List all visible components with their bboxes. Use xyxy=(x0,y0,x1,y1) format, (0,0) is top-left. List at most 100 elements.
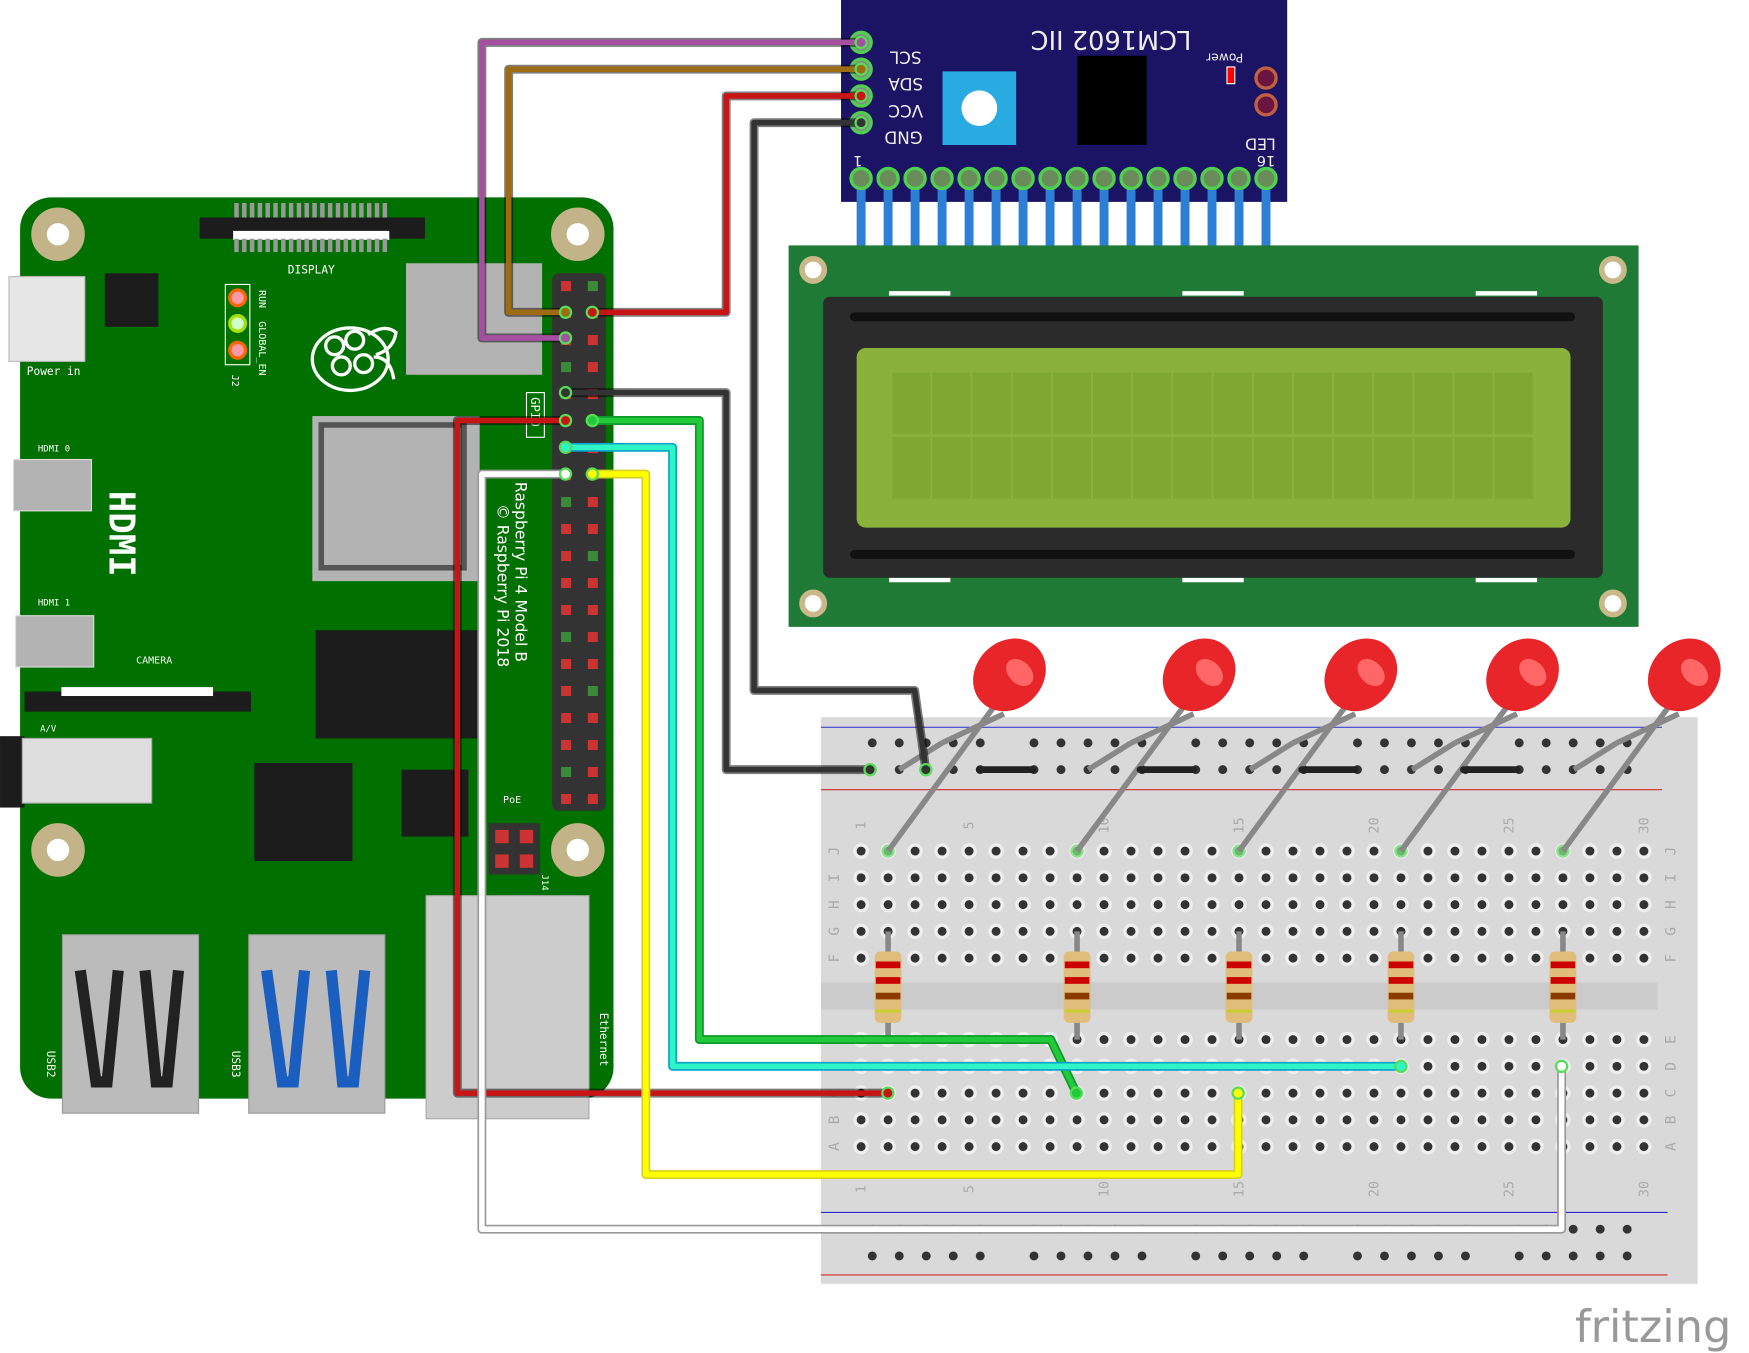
breadboard-hole xyxy=(1018,926,1028,936)
connector-pin xyxy=(273,203,278,218)
resistor-band xyxy=(1064,992,1090,1000)
row-label: A xyxy=(1663,1142,1679,1151)
connector-pin xyxy=(296,203,302,218)
breadboard-hole xyxy=(991,953,1001,963)
gpio-pin xyxy=(587,281,598,292)
hdmi-label: HDMI xyxy=(100,491,141,577)
breadboard-hole xyxy=(856,953,866,963)
lcd-char-cell xyxy=(1133,372,1172,434)
column-label: 5 xyxy=(963,1185,978,1193)
breadboard-hole xyxy=(1207,926,1217,936)
breadboard-hole xyxy=(883,1115,893,1125)
connector-pin xyxy=(327,203,333,218)
breadboard-hole xyxy=(1342,1115,1352,1125)
breadboard-hole xyxy=(991,1115,1001,1125)
wire-core xyxy=(751,119,929,773)
breadboard-hole xyxy=(937,846,947,856)
rail-hole xyxy=(1056,1251,1066,1261)
breadboard-hole xyxy=(1504,873,1514,883)
j2-label: J2 xyxy=(229,375,240,387)
breadboard-hole xyxy=(1477,1061,1487,1071)
resistor-band xyxy=(1064,961,1090,969)
breadboard-hole xyxy=(1531,953,1541,963)
rail-hole xyxy=(1110,1251,1120,1261)
resistor-band xyxy=(1388,992,1414,1000)
row-label: D xyxy=(1663,1062,1679,1071)
breadboard-hole xyxy=(1639,926,1649,936)
breadboard-hole xyxy=(937,1115,947,1125)
led-leg xyxy=(1086,740,1133,773)
breadboard-hole xyxy=(1423,1142,1433,1152)
breadboard-hole xyxy=(1180,1088,1190,1098)
breadboard-hole xyxy=(1018,900,1028,910)
gpio-pin xyxy=(587,685,598,697)
gpio-pin xyxy=(561,793,572,804)
wire-core xyxy=(479,39,864,341)
av-label: A/V xyxy=(40,725,57,735)
wire-core xyxy=(589,471,1241,1178)
breadboard-hole xyxy=(1531,1115,1541,1125)
lcd-char-cell xyxy=(1052,437,1091,499)
rail-hole xyxy=(1622,1224,1632,1234)
led-highlight xyxy=(1519,658,1547,687)
wire-core xyxy=(479,471,1565,1232)
rail-hole xyxy=(867,738,877,748)
breadboard-hole xyxy=(1585,1061,1595,1071)
usb-c-power-port xyxy=(8,276,86,362)
breadboard-hole xyxy=(1423,926,1433,936)
breadboard-hole xyxy=(1639,1115,1649,1125)
header-leg xyxy=(1045,178,1055,266)
breadboard-hole xyxy=(1531,1088,1541,1098)
column-label: 25 xyxy=(1502,1181,1517,1197)
connector-pin xyxy=(351,238,356,253)
resistor xyxy=(1063,931,1091,1040)
breadboard-hole xyxy=(1450,1088,1460,1098)
breadboard-hole xyxy=(991,926,1001,936)
led-leg xyxy=(1560,706,1670,853)
gpio-pin xyxy=(587,335,598,346)
connector-pin xyxy=(335,203,341,218)
gpio-pin xyxy=(587,712,598,724)
resistor xyxy=(1387,931,1415,1040)
breadboard-hole xyxy=(1045,926,1055,936)
header-leg xyxy=(1261,178,1271,266)
led-highlight xyxy=(1195,658,1223,687)
resistor-body xyxy=(874,951,902,1023)
pin-label-scl: SCL xyxy=(889,47,921,67)
connector-pin xyxy=(242,203,247,218)
breadboard-hole xyxy=(991,1142,1001,1152)
header-pin xyxy=(1146,166,1170,191)
breadboard-hole xyxy=(1288,1115,1298,1125)
connector-pin xyxy=(343,203,349,218)
breadboard-hole xyxy=(856,846,866,856)
resistor-band xyxy=(875,1009,901,1013)
header-pin xyxy=(1173,166,1197,191)
breadboard-hole xyxy=(1477,846,1487,856)
gpio-pin xyxy=(587,362,598,373)
lcd-char-cell xyxy=(932,372,971,434)
wire-end xyxy=(585,305,599,320)
breadboard-hole xyxy=(1423,873,1433,883)
rail-hole xyxy=(1029,738,1039,748)
breadboard-hole xyxy=(1261,1142,1271,1152)
red-led xyxy=(1074,638,1236,853)
wire-led-green xyxy=(585,413,1084,1100)
resistor-band xyxy=(875,961,901,969)
rail-hole xyxy=(1406,1251,1416,1261)
header-leg xyxy=(1099,178,1109,266)
breadboard-hole xyxy=(964,873,974,883)
connector-pin xyxy=(359,238,364,253)
rail-hole xyxy=(867,1251,877,1261)
rail-hole xyxy=(1218,738,1228,748)
connector-pin xyxy=(288,203,294,218)
rail-hole xyxy=(948,1251,958,1261)
connector-pin xyxy=(343,238,349,253)
row-label: B xyxy=(827,1115,843,1124)
resistor-band xyxy=(1550,977,1576,984)
breadboard-hole xyxy=(1180,953,1190,963)
breadboard-hole xyxy=(964,953,974,963)
gpio-pin xyxy=(587,766,598,777)
resistor-body xyxy=(1063,951,1091,1023)
led-leg xyxy=(1615,711,1680,746)
breadboard-hole xyxy=(1261,846,1271,856)
